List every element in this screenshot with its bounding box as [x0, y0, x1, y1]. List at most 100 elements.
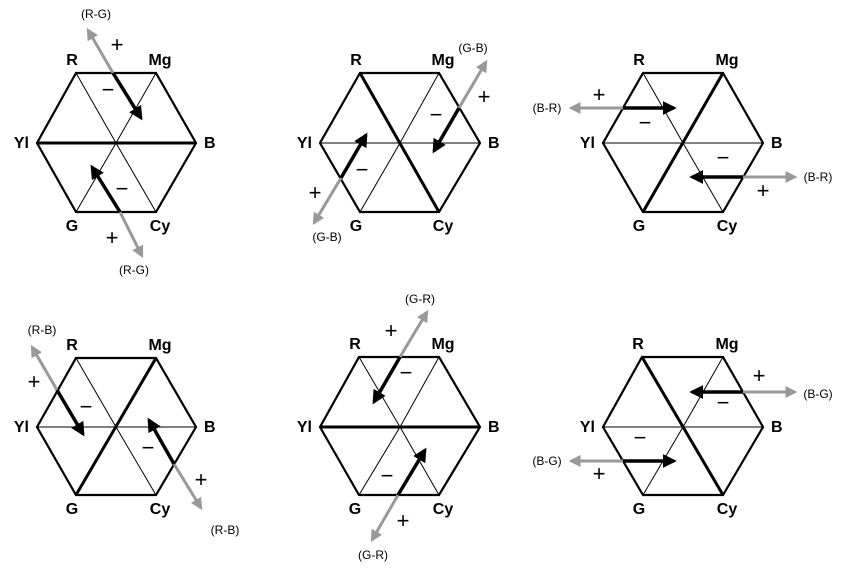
minus-sign: − [639, 110, 652, 135]
minus-sign: − [80, 394, 93, 419]
bold-diagonal-line [74, 357, 158, 496]
positive-direction-arrow [312, 177, 343, 226]
vertex-label-b: B [771, 135, 783, 152]
axis-label: (G-B) [458, 41, 487, 55]
minus-sign: − [634, 425, 647, 450]
plus-sign: + [385, 318, 398, 343]
negative-direction-arrow [147, 417, 176, 465]
vertex-label-r: R [349, 336, 361, 353]
vertex-label-g: G [66, 501, 78, 518]
vertex-label-mg: Mg [715, 52, 738, 69]
minus-sign: − [400, 360, 413, 385]
minus-sign: − [717, 390, 730, 415]
vertex-label-g: G [633, 501, 645, 518]
plus-sign: + [753, 363, 766, 388]
spoke-line [75, 142, 117, 213]
vertex-label-g: G [349, 501, 361, 518]
bold-diagonal-line [641, 72, 725, 213]
vertex-label-r: R [66, 337, 78, 354]
axis-label: (B-G) [803, 387, 832, 401]
vertex-label-yl: Yl [14, 419, 29, 436]
plus-sign: + [757, 178, 770, 203]
negative-direction-arrow [432, 107, 461, 154]
vertex-label-g: G [66, 218, 78, 235]
negative-direction-arrow [339, 132, 368, 179]
hexagon-outline [318, 71, 482, 214]
minus-sign: − [430, 102, 443, 127]
vertex-label-b: B [488, 135, 500, 152]
plus-sign: + [28, 369, 41, 394]
plus-sign: + [478, 84, 491, 109]
plus-sign: + [593, 82, 606, 107]
positive-direction-arrow [398, 309, 429, 358]
axis-label: (R-B) [28, 323, 57, 337]
vertex-label-yl: Yl [297, 419, 312, 436]
negative-direction-arrow [90, 164, 122, 213]
hexagon-panel-4: R MgB Cy G Yl + − − + (R-B) (R-B) [14, 323, 239, 537]
plus-sign: + [593, 461, 606, 486]
positive-direction-arrow [30, 344, 59, 391]
axis-label: (G-B) [312, 230, 341, 244]
positive-direction-arrow [172, 463, 203, 511]
vertex-label-mg: Mg [148, 337, 171, 354]
vertex-label-mg: Mg [431, 336, 454, 353]
minus-sign: − [116, 176, 129, 201]
axis-label: (R-G) [81, 7, 111, 21]
axis-label: (G-R) [405, 292, 435, 306]
vertex-label-b: B [771, 419, 783, 436]
vertex-label-yl: Yl [14, 135, 29, 152]
positive-direction-arrow [118, 211, 144, 259]
hexagon-outline [318, 355, 482, 497]
vertex-label-cy: Cy [433, 218, 454, 235]
vertex-label-mg: Mg [715, 336, 738, 353]
vertex-label-b: B [204, 419, 216, 436]
vertex-label-mg: Mg [148, 52, 171, 69]
vertex-label-yl: Yl [580, 135, 595, 152]
plus-sign: + [195, 467, 208, 492]
vertex-label-g: G [350, 218, 362, 235]
spoke-line [358, 426, 401, 496]
negative-direction-arrow [396, 447, 427, 496]
plus-sign: + [106, 225, 119, 250]
vertex-label-b: B [488, 419, 500, 436]
axis-label: (G-R) [358, 548, 388, 562]
hexagon-outline [601, 71, 765, 214]
spoke-line [75, 357, 117, 428]
positive-direction-arrow [370, 494, 400, 543]
plus-sign: + [309, 180, 322, 205]
vertex-label-r: R [632, 336, 644, 353]
negative-direction-arrow [372, 356, 402, 405]
minus-sign: − [717, 145, 730, 170]
vertex-label-g: G [633, 218, 645, 235]
plus-sign: + [111, 32, 124, 57]
bold-diagonal-line [640, 356, 725, 496]
vertex-label-cy: Cy [150, 501, 171, 518]
axis-label: (R-G) [119, 263, 149, 277]
spoke-line [399, 72, 440, 144]
minus-sign: − [356, 157, 369, 182]
vertex-label-cy: Cy [433, 501, 454, 518]
plus-sign: + [397, 508, 410, 533]
vertex-label-r: R [633, 52, 645, 69]
spoke-line [399, 356, 440, 428]
bold-diagonal-line [358, 72, 441, 213]
axis-label: (B-R) [533, 101, 562, 115]
spoke-line [359, 142, 401, 213]
axis-label: (R-B) [211, 523, 240, 537]
hexagon-outline [601, 355, 765, 497]
minus-sign: − [102, 77, 115, 102]
minus-sign: − [142, 435, 155, 460]
vertex-label-mg: Mg [431, 52, 454, 69]
positive-direction-arrow [457, 59, 488, 109]
vertex-label-cy: Cy [717, 501, 738, 518]
negative-direction-arrow [111, 72, 143, 121]
vertex-label-r: R [66, 52, 78, 69]
negative-direction-arrow [55, 389, 85, 437]
minus-sign: − [381, 463, 394, 488]
axis-label: (B-R) [804, 170, 833, 184]
